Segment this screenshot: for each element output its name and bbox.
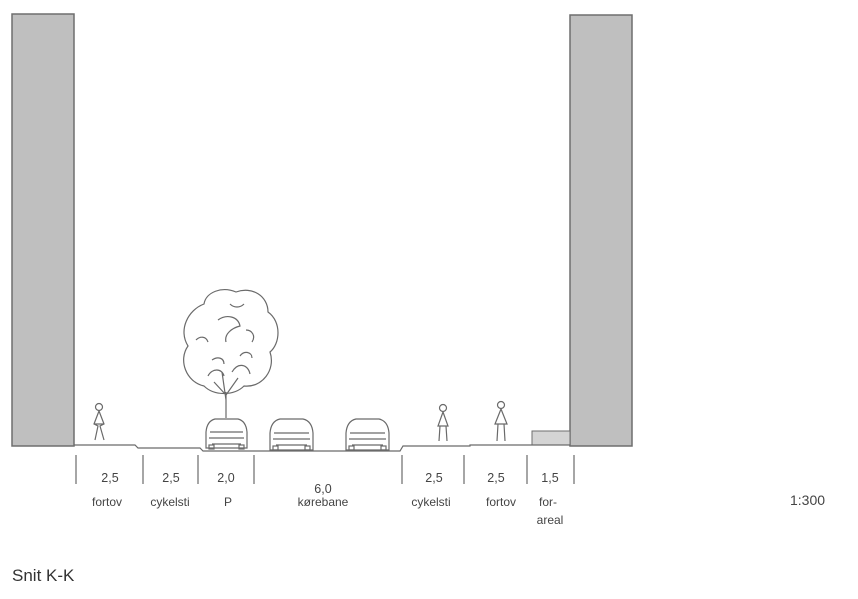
segment-name: fortov	[486, 495, 516, 509]
ground-line	[74, 444, 570, 452]
forareal-box	[531, 430, 571, 446]
segment-name: fortov	[92, 495, 122, 509]
tree-icon	[183, 289, 279, 418]
cyclist-icon	[437, 403, 449, 442]
segment-width: 6,0	[314, 482, 331, 496]
building-left	[11, 13, 75, 447]
segment-width: 2,5	[425, 471, 442, 485]
segment-width: 2,5	[101, 471, 118, 485]
segment-name: kørebane	[298, 495, 349, 509]
pedestrian-icon	[93, 402, 105, 441]
scale-label: 1:300	[790, 492, 826, 508]
pedestrian-icon	[494, 400, 508, 442]
car-icon	[345, 418, 390, 451]
segment-name: cykelsti	[411, 495, 450, 509]
segment-name: P	[224, 495, 232, 509]
segment-name: for-	[539, 495, 557, 509]
segment-width: 2,5	[162, 471, 179, 485]
car-icon	[205, 418, 248, 450]
segment-name: areal	[537, 513, 564, 527]
dimension-ticks	[75, 455, 575, 484]
car-icon	[269, 418, 314, 451]
section-title: Snit K-K	[12, 566, 75, 585]
segment-width: 2,0	[217, 471, 234, 485]
building-right	[569, 14, 633, 447]
segment-width: 1,5	[541, 471, 558, 485]
segment-width: 2,5	[487, 471, 504, 485]
segment-name: cykelsti	[150, 495, 189, 509]
